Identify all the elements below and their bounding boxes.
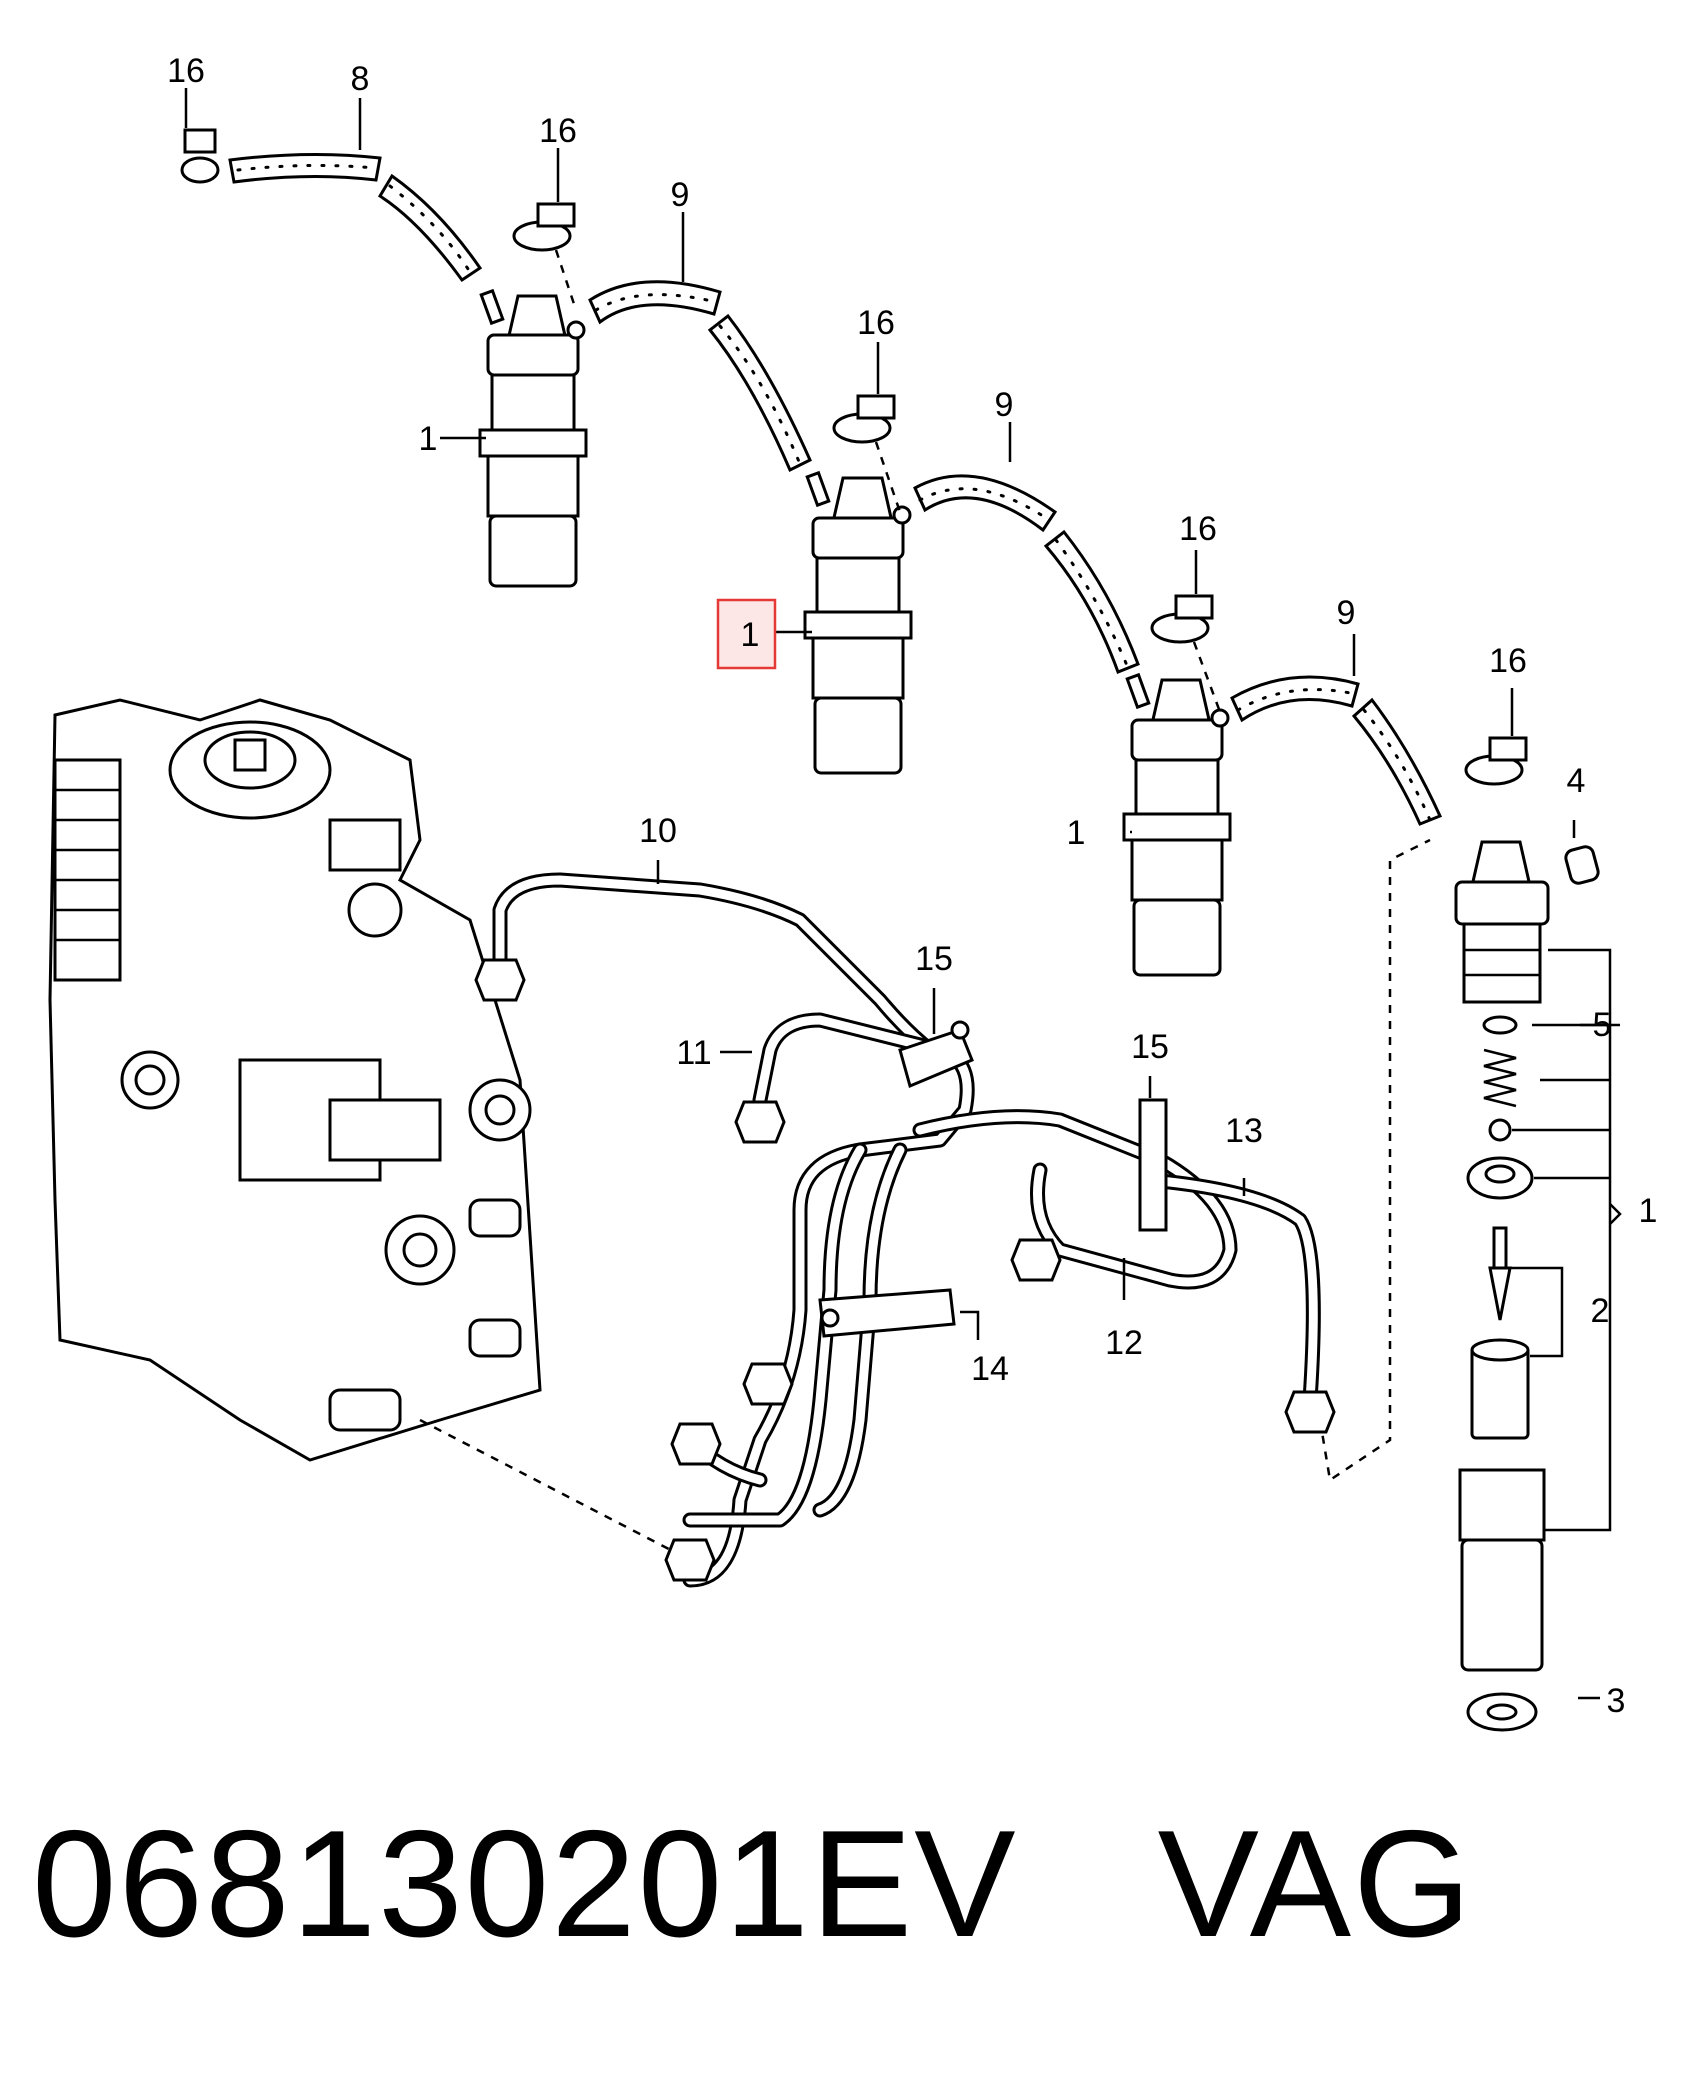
callout-11: 11 [676, 1034, 711, 1072]
injection-pump [48, 698, 691, 1562]
injector-1-a [478, 288, 588, 588]
injection-pipes [492, 838, 1431, 1588]
part-caption: 068130201EV VAG [32, 1808, 1473, 1988]
hose-clamps [180, 128, 1528, 786]
callout-1: 1 [1639, 1192, 1658, 1230]
callout-4: 4 [1567, 762, 1586, 800]
callout-16: 16 [539, 112, 577, 150]
callout-labels: 16 8 16 9 16 9 1 1 16 9 16 4 1 10 15 5 1… [167, 52, 1657, 1720]
callout-5: 5 [1593, 1006, 1612, 1044]
callout-1: 1 [1067, 814, 1086, 852]
highlight-box [716, 598, 777, 670]
return-hoses [228, 152, 1443, 826]
callout-10: 10 [639, 812, 677, 850]
brand-name: VAG [1157, 1799, 1474, 1969]
callout-12: 12 [1105, 1324, 1143, 1362]
injector-exploded [1454, 840, 1622, 1732]
pipe-clamps [818, 1020, 1168, 1338]
callout-16: 16 [857, 304, 895, 342]
callout-15: 15 [915, 940, 953, 978]
callout-9: 9 [1337, 594, 1356, 632]
injector-1-b [803, 470, 913, 775]
callout-8: 8 [351, 60, 370, 98]
injector-1-c [1122, 672, 1232, 977]
callout-16: 16 [1179, 510, 1217, 548]
callout-16: 16 [1489, 642, 1527, 680]
callout-3: 3 [1607, 1682, 1626, 1720]
callout-13: 13 [1225, 1112, 1263, 1150]
callout-9: 9 [671, 176, 690, 214]
union-nuts [474, 958, 1336, 1582]
callout-1: 1 [419, 420, 438, 458]
callout-16: 16 [167, 52, 205, 90]
leader-lines [184, 88, 1620, 1700]
parts-diagram: 16 8 16 9 16 9 1 1 16 9 16 4 1 10 15 5 1… [48, 52, 1657, 1732]
callout-9: 9 [995, 386, 1014, 424]
callout-15: 15 [1131, 1028, 1169, 1066]
part-number: 068130201EV [32, 1799, 1018, 1969]
callout-1: 1 [741, 616, 760, 654]
callout-2: 2 [1591, 1292, 1610, 1330]
callout-14: 14 [971, 1350, 1009, 1388]
